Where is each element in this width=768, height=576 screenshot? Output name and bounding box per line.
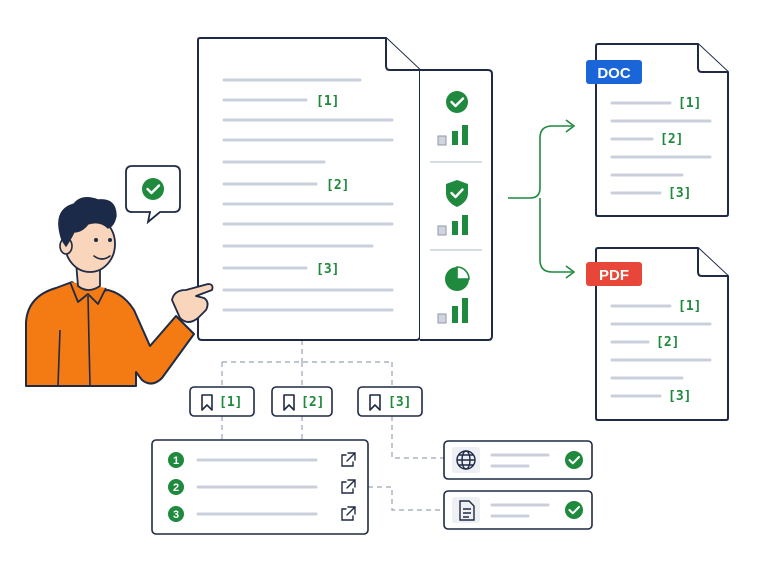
bar-chart-icon [437, 125, 468, 146]
bookmark-icon [201, 394, 213, 411]
pdf-citation-1: [1] [678, 299, 701, 314]
shirt [25, 281, 195, 387]
doc-citation-1: [1] [678, 96, 701, 111]
list-number: 1 [173, 455, 179, 467]
arrow-head-doc [565, 119, 576, 133]
doc-badge-label: DOC [597, 65, 631, 82]
document-icon [459, 500, 475, 521]
connector-bookmarks-to-list [221, 416, 303, 440]
shield-check-icon [446, 180, 468, 207]
source-card-document[interactable] [443, 490, 593, 530]
bookmark-chip-3[interactable]: [3] [357, 386, 423, 417]
check-circle-icon [446, 91, 468, 113]
pie-chart-icon [445, 266, 470, 291]
bar-chart-icon [437, 298, 468, 324]
document-text-lines [222, 78, 394, 312]
document-citation-2: [2] [326, 178, 349, 193]
external-link-icon[interactable] [341, 452, 356, 467]
bookmark-label: [1] [219, 395, 242, 410]
external-link-icon[interactable] [341, 479, 356, 494]
export-doc: DOC [1] [2] [3] [586, 43, 729, 217]
document-citation-1: [1] [316, 94, 339, 109]
person-illustration [25, 165, 214, 387]
pdf-badge-label: PDF [599, 267, 629, 284]
bookmark-row: [1] [2] [3] [189, 386, 423, 417]
bookmark-label: [3] [388, 395, 411, 410]
document-fold [697, 248, 728, 277]
list-number: 3 [173, 509, 179, 521]
list-item[interactable]: 3 [168, 506, 356, 522]
doc-citation-3: [3] [668, 186, 691, 201]
bookmark-chip-1[interactable]: [1] [189, 386, 255, 417]
pdf-badge [586, 262, 642, 286]
check-circle-icon [565, 501, 583, 519]
check-circle-icon [142, 178, 164, 200]
document-citation-3: [3] [316, 262, 339, 277]
pdf-citation-3: [3] [668, 389, 691, 404]
bookmark-icon [369, 394, 381, 411]
doc-badge [586, 60, 642, 84]
speech-bubble [125, 165, 181, 225]
list-number: 2 [173, 482, 179, 494]
hair [58, 197, 117, 248]
connector-doc-to-bookmarks [221, 340, 393, 387]
document-fold [697, 44, 728, 73]
pdf-citation-2: [2] [656, 335, 679, 350]
main-document: [1] [2] [3] [197, 37, 421, 341]
list-item[interactable]: 2 [168, 479, 356, 495]
connector-to-source-types [368, 416, 444, 511]
globe-icon [456, 450, 476, 470]
bookmark-label: [2] [301, 395, 324, 410]
source-card-web[interactable] [443, 440, 593, 480]
source-list: 1 2 3 [151, 439, 369, 535]
pointing-hand [171, 283, 214, 323]
connectors [221, 119, 576, 511]
arrow-head-pdf [565, 265, 576, 279]
bookmark-icon [283, 394, 295, 411]
external-link-icon[interactable] [341, 506, 356, 521]
bar-chart-icon [437, 215, 468, 236]
export-pdf: PDF [1] [2] [3] [586, 247, 729, 421]
list-item[interactable]: 1 [168, 452, 356, 468]
check-circle-icon [565, 451, 583, 469]
bookmark-chip-2[interactable]: [2] [271, 386, 333, 417]
connector-to-exports [508, 125, 572, 273]
side-panel [420, 69, 493, 341]
doc-citation-2: [2] [660, 132, 683, 147]
document-fold [385, 38, 420, 71]
